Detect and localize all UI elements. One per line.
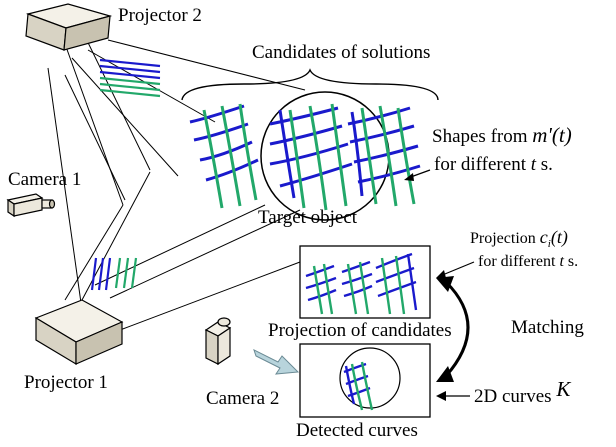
shapes-annotation-line1: Shapes from m'(t) — [432, 123, 572, 147]
curves2d-label: 2D curves K — [474, 377, 571, 407]
projection-annotation-line1: Projection ci(t) — [470, 227, 568, 250]
candidate-curves-1 — [189, 103, 259, 209]
camera-1-device — [6, 193, 56, 218]
projection-annotation-line2: for different t s. — [478, 253, 578, 270]
detected-curves — [343, 361, 374, 411]
detected-box-label: Detected curves — [296, 420, 418, 441]
projector-2-label: Projector 2 — [118, 5, 202, 26]
shapes-pointer-arrow — [404, 169, 431, 181]
projection-rays — [47, 21, 306, 331]
curves2d-pointer-arrow — [436, 391, 470, 401]
camera-2-label: Camera 2 — [206, 388, 279, 409]
projector-2-device — [25, 3, 113, 51]
matching-label: Matching — [511, 317, 584, 338]
projector-2-pattern — [99, 58, 161, 98]
projector-1-device — [34, 299, 124, 366]
camera-2-arrow — [253, 349, 300, 375]
camera-2-device — [204, 317, 232, 366]
candidate-curves-2 — [269, 103, 353, 211]
projector-1-pattern — [90, 257, 138, 291]
candidates-brace — [181, 68, 439, 101]
shapes-annotation-line2: for different t s. — [434, 154, 553, 175]
projector-1-label: Projector 1 — [24, 372, 108, 393]
projection-box-curves — [305, 252, 418, 315]
projection-candidates-box — [299, 245, 431, 319]
camera-1-label: Camera 1 — [8, 169, 81, 190]
projection-pointer-arrow — [436, 261, 475, 278]
matching-arrow — [436, 276, 470, 382]
candidates-label: Candidates of solutions — [252, 42, 430, 63]
target-object-label: Target object — [258, 207, 358, 228]
detected-object-circle — [339, 347, 401, 409]
candidate-curves-3 — [347, 105, 421, 207]
projection-box-label: Projection of candidates — [268, 320, 452, 341]
